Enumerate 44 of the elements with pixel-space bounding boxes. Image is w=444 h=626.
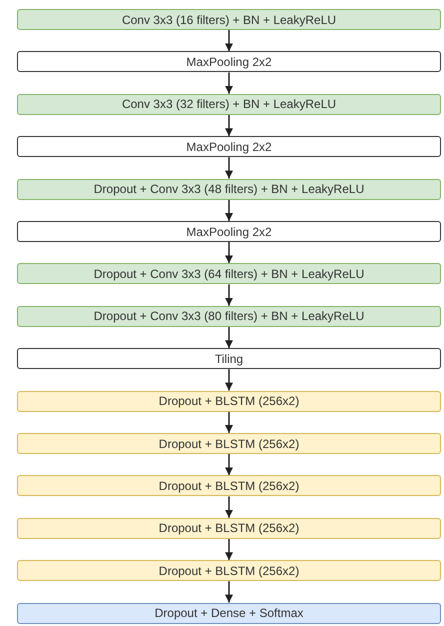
conv-layer-box	[17, 9, 441, 30]
recurrent-layer-box	[17, 433, 441, 454]
arrow	[225, 72, 233, 94]
layer-label: Dropout + BLSTM (256x2)	[158, 521, 300, 536]
arrow	[225, 496, 233, 518]
layer-box	[17, 348, 441, 370]
arrow	[225, 242, 233, 264]
arrow	[225, 200, 233, 221]
layer-label: Dropout + BLSTM (256x2)	[158, 394, 300, 408]
arrow	[225, 538, 233, 560]
recurrent-layer-box	[17, 475, 441, 496]
conv-layer-box	[17, 94, 441, 115]
output-layer-box	[17, 602, 441, 624]
arrow	[225, 412, 233, 433]
arrow	[225, 30, 233, 52]
arrow	[225, 157, 233, 179]
layer-box	[17, 136, 441, 158]
arrow	[225, 369, 233, 391]
layer-label: Conv 3x3 (16 filters) + BN + LeakyReLU	[122, 12, 336, 26]
layer-label: Conv 3x3 (32 filters) + BN + LeakyReLU	[122, 97, 336, 112]
recurrent-layer-box	[17, 390, 441, 412]
layer-label: Tiling	[214, 352, 244, 366]
layer-label: Dropout + BLSTM (256x2)	[158, 564, 300, 578]
arrow	[225, 284, 233, 306]
layer-label: Dropout + Conv 3x3 (80 filters) + BN + LeakyReLU	[94, 309, 364, 324]
layer-label: MaxPooling 2x2	[186, 224, 272, 238]
arrow	[225, 581, 233, 603]
recurrent-layer-box	[17, 518, 441, 539]
layer-label: Dropout + Dense + Softmax	[154, 606, 304, 620]
layer-label: Dropout + Conv 3x3 (48 filters) + BN + LeakyReLU	[94, 182, 364, 196]
arrow	[225, 114, 233, 136]
layer-label: MaxPooling 2x2	[186, 140, 272, 154]
conv-layer-box	[17, 263, 441, 284]
layer-box	[17, 51, 441, 72]
layer-label: Dropout + BLSTM (256x2)	[158, 478, 300, 493]
layer-label: MaxPooling 2x2	[186, 54, 272, 69]
arrow	[225, 454, 233, 476]
arrow	[225, 326, 233, 348]
layer-label: Dropout + BLSTM (256x2)	[158, 436, 300, 450]
layer-label: Dropout + Conv 3x3 (64 filters) + BN + LeakyReLU	[94, 266, 364, 281]
conv-layer-box	[17, 306, 441, 327]
conv-layer-box	[17, 178, 441, 200]
layer-box	[17, 221, 441, 242]
recurrent-layer-box	[17, 560, 441, 582]
